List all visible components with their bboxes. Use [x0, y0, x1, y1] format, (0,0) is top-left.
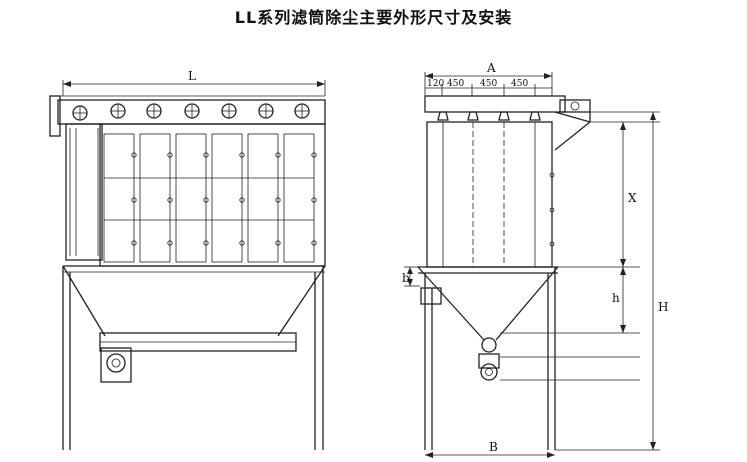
label-dim-450-a: 450 [447, 79, 464, 89]
rotary-valve [481, 337, 497, 353]
hopper-right [277, 265, 326, 337]
side-view: A 120 450 450 450 [402, 61, 668, 458]
side-inlet [420, 287, 442, 305]
label-L: L [188, 69, 196, 83]
label-A: A [486, 61, 496, 75]
label-b: b [402, 271, 410, 285]
side-hopper-right [495, 266, 559, 341]
pulse-valves [72, 103, 310, 121]
inlet-plenum [65, 123, 103, 261]
side-housing [426, 121, 553, 268]
front-view: L [49, 69, 326, 450]
blow-nozzles [437, 111, 541, 121]
hopper-left [62, 265, 106, 337]
bolts [131, 152, 317, 246]
side-valve [559, 99, 591, 113]
label-X: X [628, 191, 637, 205]
inlet-flange [49, 95, 61, 137]
side-hopper-left [417, 266, 485, 341]
drive-motor [100, 347, 132, 383]
top-manifold [424, 95, 566, 113]
label-h: h [612, 291, 620, 305]
label-dim-120: 120 [427, 79, 444, 89]
label-dim-450-b: 450 [480, 79, 497, 89]
label-dim-450-c: 450 [511, 79, 528, 89]
label-H: H [658, 300, 668, 314]
label-B: B [489, 440, 498, 454]
page-title: LL系列滤筒除尘主要外形尺寸及安装 [234, 8, 513, 27]
